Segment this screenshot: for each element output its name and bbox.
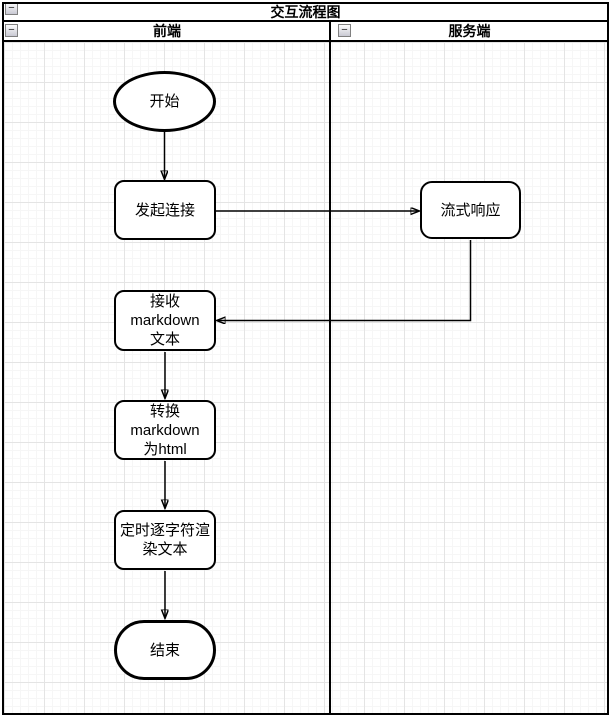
lane-header-frontend[interactable]: − 前端 <box>4 22 330 40</box>
node-end[interactable]: 结束 <box>114 620 216 680</box>
pool-title: 交互流程图 <box>270 4 341 20</box>
node-convert-markdown[interactable]: 转换 markdown 为html <box>114 400 216 460</box>
lane-label-server: 服务端 <box>448 23 491 39</box>
node-stream-response[interactable]: 流式响应 <box>420 181 521 239</box>
collapse-pool-icon[interactable]: − <box>5 2 18 15</box>
header-separator-line <box>2 40 609 42</box>
pool-title-row: 交互流程图 <box>4 4 607 20</box>
node-start[interactable]: 开始 <box>113 71 216 132</box>
lane-header-row: − 前端 − 服务端 <box>4 22 607 40</box>
node-receive-markdown[interactable]: 接收 markdown 文本 <box>114 290 216 351</box>
lane-header-server[interactable]: − 服务端 <box>332 22 607 40</box>
node-initiate-connection-label: 发起连接 <box>134 201 195 219</box>
node-render-text[interactable]: 定时逐字符渲 染文本 <box>114 510 216 570</box>
node-start-label: 开始 <box>149 93 180 110</box>
node-render-text-label: 定时逐字符渲 染文本 <box>119 522 210 558</box>
node-stream-response-label: 流式响应 <box>440 201 501 219</box>
lane-divider-line <box>329 20 331 715</box>
node-receive-markdown-label: 接收 markdown 文本 <box>130 293 200 348</box>
node-end-label: 结束 <box>149 641 180 659</box>
lane-label-frontend: 前端 <box>153 23 181 39</box>
collapse-server-icon[interactable]: − <box>338 24 351 37</box>
collapse-frontend-icon[interactable]: − <box>5 24 18 37</box>
node-initiate-connection[interactable]: 发起连接 <box>114 180 216 240</box>
title-separator-line <box>2 20 609 22</box>
node-convert-markdown-label: 转换 markdown 为html <box>130 402 200 458</box>
grid-background <box>4 42 607 713</box>
